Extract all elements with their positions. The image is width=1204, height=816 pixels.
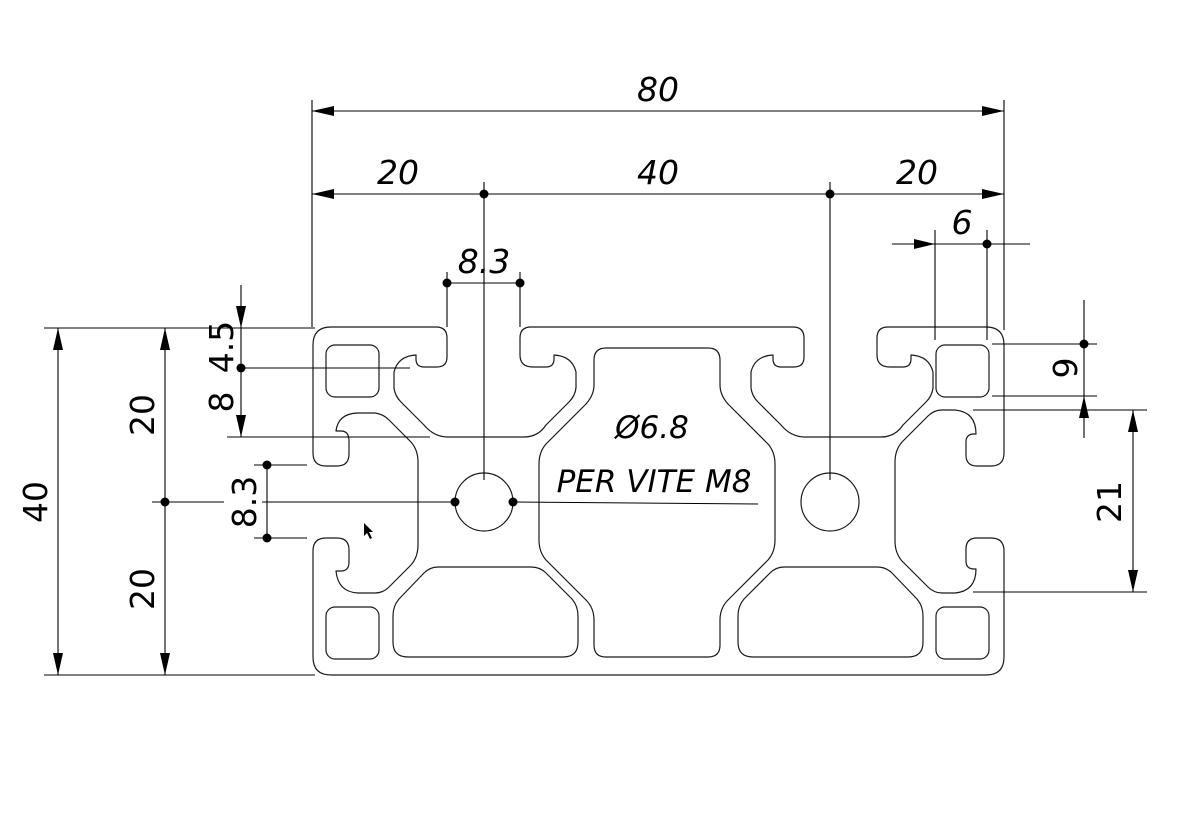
dim-label-right-20: 20 [896, 153, 938, 192]
dimension-labels: 80 20 40 20 8.3 6 6 21 40 20 20 4.5 8 8.… [16, 70, 1129, 610]
corner-pocket-bottom-left [325, 606, 380, 660]
arrow-icon [53, 328, 63, 350]
hole-diameter-label: Ø6.8 [613, 410, 689, 446]
arrow-icon [914, 239, 935, 249]
dim-label-pocket-height: 6 [1045, 358, 1084, 379]
corner-pocket-top-left [325, 344, 380, 398]
lower-left-cavity [392, 566, 579, 658]
arrow-icon [160, 653, 170, 675]
dim-label-left-20: 20 [377, 153, 419, 192]
arrow-icon [982, 189, 1004, 199]
dim-label-upper-20: 20 [123, 394, 162, 436]
dim-label-pocket-width: 6 [952, 203, 973, 242]
arrow-icon [236, 306, 246, 328]
corner-pocket-top-right [935, 344, 990, 398]
hole-note-label: PER VITE M8 [557, 464, 752, 500]
arrow-icon [53, 653, 63, 675]
arrow-icon [1128, 410, 1138, 432]
dim-label-slot-width-left: 8.3 [225, 476, 264, 528]
arrow-icon [312, 189, 334, 199]
dim-label-right-span: 21 [1090, 481, 1129, 523]
dim-label-overall-height: 40 [16, 481, 55, 523]
dim-label-depth-8: 8 [202, 392, 241, 413]
profile-geometry [312, 326, 1005, 676]
profile-outer-contour [312, 326, 1005, 676]
bore-hole-right [800, 472, 860, 532]
dim-label-overall-width: 80 [637, 70, 679, 109]
arrow-icon [1079, 396, 1089, 418]
dim-label-slot-width-top: 8.3 [458, 242, 510, 281]
dim-label-depth-4-5: 4.5 [202, 321, 241, 373]
arrow-icon [312, 106, 334, 116]
dim-label-lower-20: 20 [123, 568, 162, 610]
arrow-icon [982, 106, 1004, 116]
lower-right-cavity [737, 566, 924, 658]
dim-label-center-40: 40 [637, 153, 679, 192]
arrow-icon [160, 328, 170, 350]
dimensions [44, 100, 1147, 676]
corner-pocket-bottom-right [935, 606, 990, 660]
arrow-icon [1128, 570, 1138, 592]
bore-hole-left [454, 472, 514, 532]
center-cavity [538, 347, 776, 658]
arrow-icon [236, 415, 246, 437]
mouse-cursor-icon [364, 523, 373, 539]
